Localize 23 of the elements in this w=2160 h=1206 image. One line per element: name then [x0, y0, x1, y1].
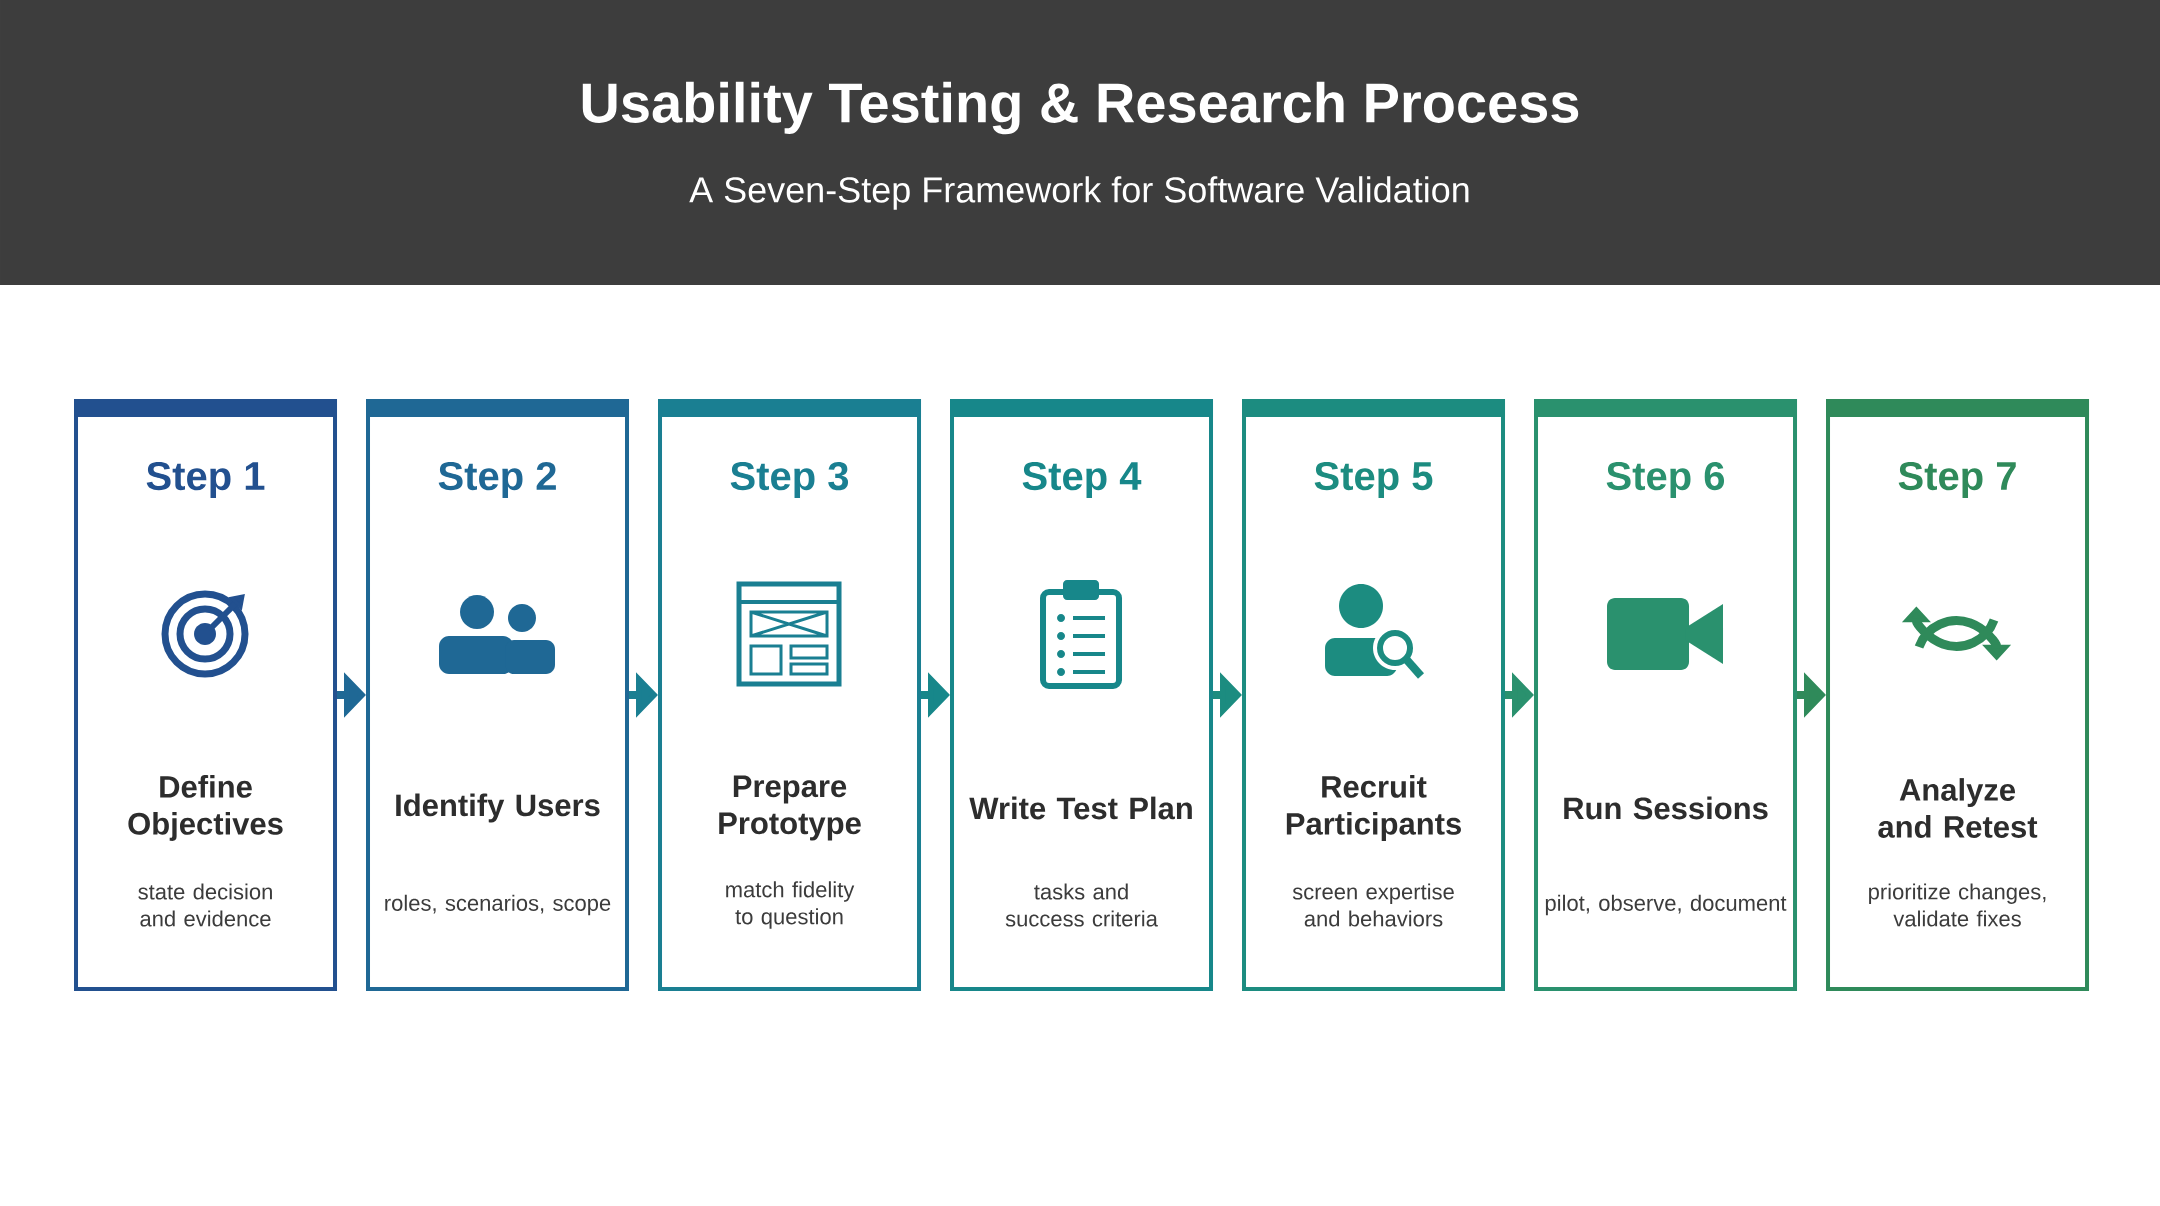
step-description: state decision and evidence	[138, 883, 272, 927]
title: Usability Testing & Research Process	[582, 81, 1579, 135]
step-number: Step 2	[438, 461, 556, 499]
step-title: Identify Users	[396, 793, 600, 823]
step-number: Step 7	[1898, 461, 2016, 499]
step-number: Step 1	[146, 461, 265, 499]
step-number: Step 6	[1606, 461, 1725, 499]
step-description: prioritize changes, validate fixes	[1869, 883, 2046, 927]
step-title: Prepare Prototype	[719, 775, 861, 841]
step-title: Define Objectives	[128, 775, 283, 841]
step-description: match fidelity to question	[726, 881, 855, 929]
step-number: Step 5	[1314, 461, 1433, 499]
step-title: Recruit Participants	[1286, 775, 1461, 841]
step-description: pilot, observe, document	[1545, 894, 1787, 916]
step-title: Write Test Plan	[969, 796, 1192, 820]
step-title: Run Sessions	[1564, 796, 1768, 820]
step-description: roles, scenarios, scope	[385, 894, 611, 916]
step-number: Step 3	[730, 461, 849, 499]
step-description: tasks and success criteria	[1005, 883, 1158, 927]
step-number: Step 4	[1022, 461, 1142, 499]
step-description: screen expertise and behaviors	[1292, 883, 1454, 927]
step-title: Analyze and Retest	[1878, 778, 2038, 838]
subtitle: A Seven-Step Framework for Software Validation	[689, 176, 1469, 210]
